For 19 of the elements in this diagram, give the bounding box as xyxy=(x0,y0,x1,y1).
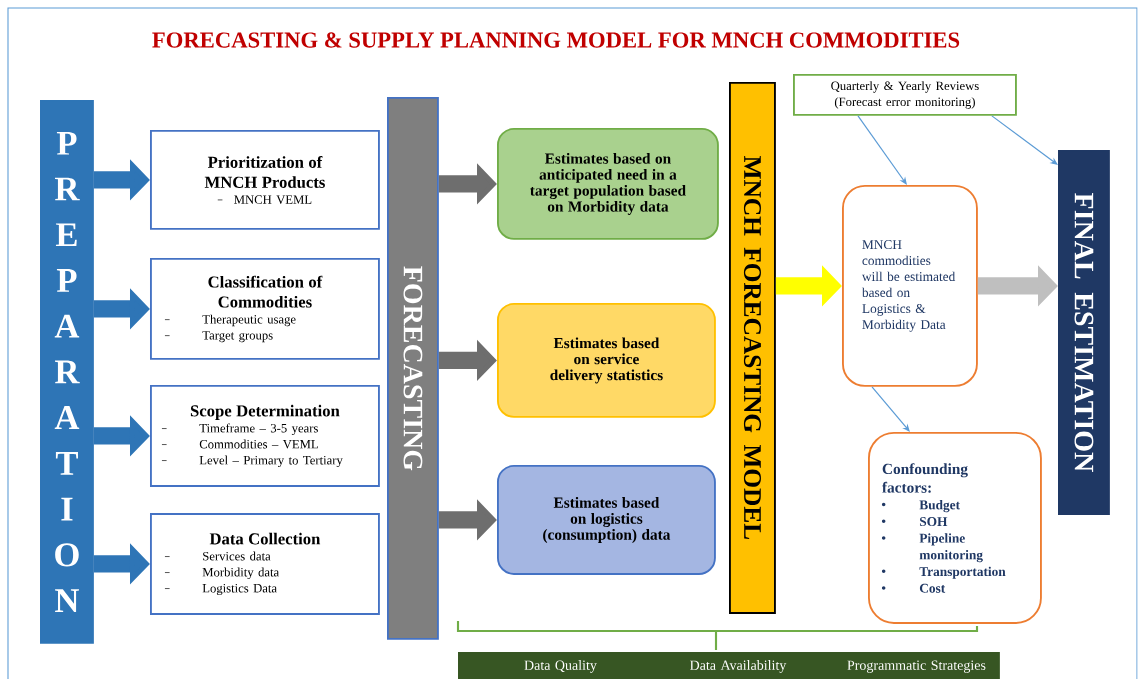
factors-box: Confounding factors: Budget SOH Pipeline monitoring Transportation Cost xyxy=(868,432,1042,624)
stage-bar: MNCH FORECASTING MODEL xyxy=(729,82,776,614)
arrow xyxy=(871,386,910,432)
review-box: Quarterly & Yearly Reviews (Forecast error monitoring) xyxy=(793,74,1017,116)
process-box: Classification of Commodities Therapeutic usage Target groups xyxy=(150,258,380,360)
estimate-box: Estimates based on logistics (consumption) data xyxy=(497,465,716,575)
process-box: Prioritization of MNCH Products MNCH VEML xyxy=(150,130,380,230)
process-box: Data Collection Services data Morbidity data Logistics Data xyxy=(150,513,380,615)
stage-bar: FINAL ESTIMATION xyxy=(1058,150,1110,515)
process-box: MNCH commodities will be estimated based on Logistics & Morbidity Data xyxy=(842,185,978,387)
title: FORECASTING & SUPPLY PLANNING MODEL FOR MNCH COMMODITIES xyxy=(152,32,960,48)
estimate-box: Estimates based on anticipated need in a target population based on Morbidity data xyxy=(497,128,719,240)
stage-bar: FORECASTING xyxy=(387,97,439,640)
process-box: Scope Determination Timeframe – 3-5 years Commodities – VEML Level – Primary to Tertiary xyxy=(150,385,380,487)
stage-bar: PREPARATION xyxy=(40,100,94,644)
factors-bar: Data Quality Data Availability Programmatic Strategies xyxy=(458,652,1000,679)
estimate-box: Estimates based on service delivery statistics xyxy=(497,303,716,418)
arrow xyxy=(857,115,907,185)
arrow xyxy=(991,115,1058,165)
